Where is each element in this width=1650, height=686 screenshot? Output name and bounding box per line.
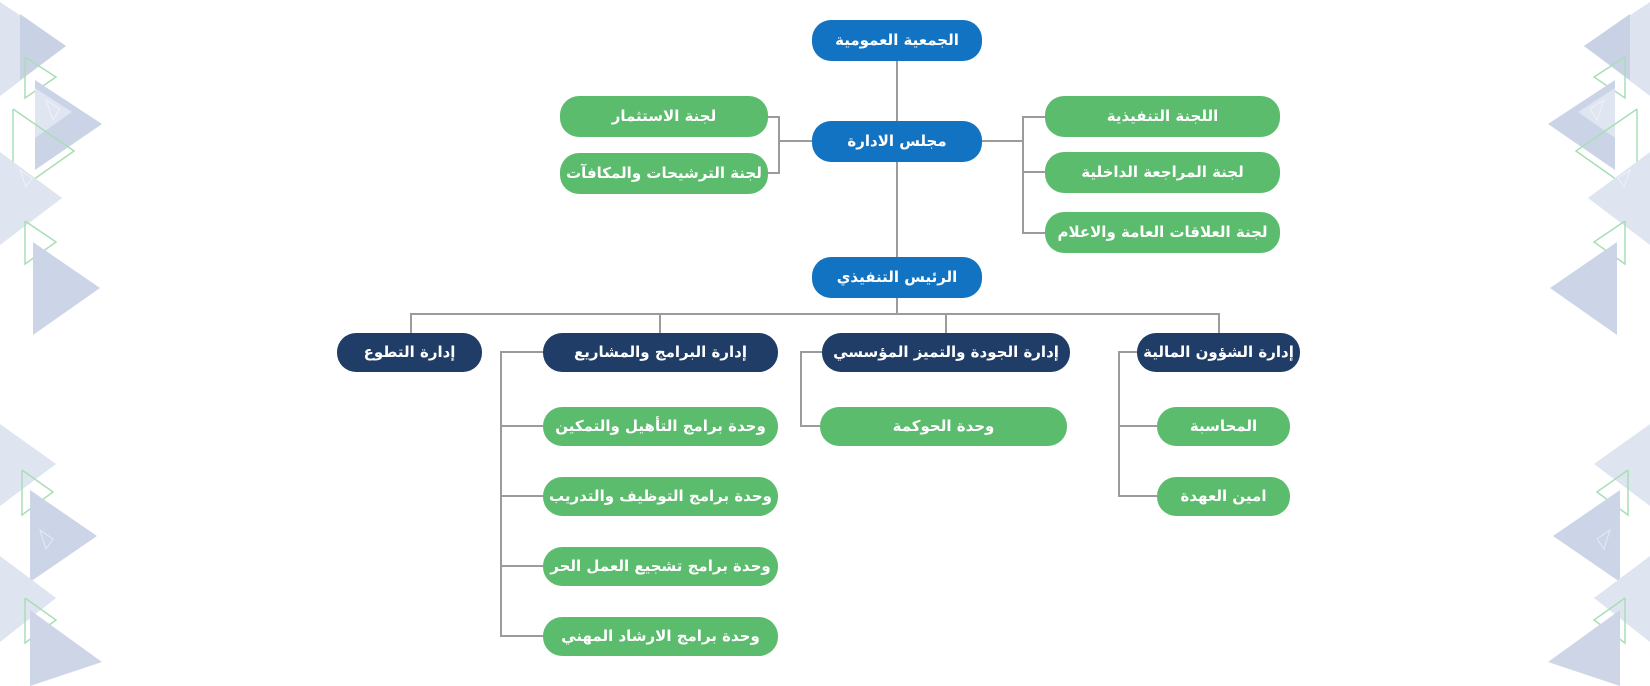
node-committee-investment: لجنة الاستثمار	[560, 96, 768, 137]
connector-line	[1218, 313, 1220, 334]
background-triangles-left	[0, 0, 270, 686]
node-unit-governance: وحدة الحوكمة	[820, 407, 1067, 446]
connector-line	[1118, 351, 1120, 497]
connector-line	[800, 351, 822, 353]
node-unit-career-guidance: وحدة برامج الارشاد المهني	[543, 617, 778, 656]
node-committee-executive: اللجنة التنفيذية	[1045, 96, 1280, 137]
connector-line	[1118, 351, 1137, 353]
connector-line	[766, 116, 780, 118]
connector-line	[1022, 116, 1024, 234]
connector-line	[500, 495, 543, 497]
node-unit-custodian: امين العهدة	[1157, 477, 1290, 516]
connector-line	[410, 313, 412, 334]
connector-line	[1022, 232, 1047, 234]
node-dept-programs-projects: إدارة البرامج والمشاريع	[543, 333, 778, 372]
connector-line	[500, 351, 543, 353]
connector-line	[982, 140, 1022, 142]
node-dept-quality-excellence: إدارة الجودة والتميز المؤسسي	[822, 333, 1070, 372]
node-ceo: الرئيس التنفيذي	[812, 257, 982, 298]
node-dept-financial-affairs: إدارة الشؤون المالية	[1137, 333, 1300, 372]
node-unit-employment-training: وحدة برامج التوظيف والتدريب	[543, 477, 778, 516]
node-unit-rehabilitation-empowerment: وحدة برامج التأهيل والتمكين	[543, 407, 778, 446]
connector-line	[766, 172, 780, 174]
connector-line	[1118, 495, 1157, 497]
connector-line	[410, 313, 1220, 315]
node-unit-accounting: المحاسبة	[1157, 407, 1290, 446]
node-unit-freelance-encouragement: وحدة برامج تشجيع العمل الحر	[543, 547, 778, 586]
connector-line	[800, 351, 802, 427]
connector-line	[896, 162, 898, 257]
node-committee-public-relations-media: لجنة العلاقات العامة والاعلام	[1045, 212, 1280, 253]
connector-line	[500, 565, 543, 567]
connector-line	[1118, 425, 1157, 427]
connector-line	[945, 313, 947, 334]
triangle-pattern-icon	[1548, 2, 1650, 686]
connector-line	[500, 425, 543, 427]
node-dept-volunteering: إدارة التطوع	[337, 333, 482, 372]
node-committee-nominations-remuneration: لجنة الترشيحات والمكافآت	[560, 153, 768, 194]
connector-line	[896, 298, 898, 314]
connector-line	[778, 116, 780, 174]
connector-line	[800, 425, 820, 427]
connector-line	[500, 635, 543, 637]
connector-line	[778, 140, 812, 142]
node-committee-internal-audit: لجنة المراجعة الداخلية	[1045, 152, 1280, 193]
background-triangles-right	[1380, 0, 1650, 686]
node-board-of-directors: مجلس الادارة	[812, 121, 982, 162]
connector-line	[896, 61, 898, 122]
connector-line	[500, 351, 502, 637]
triangle-pattern-icon	[0, 2, 102, 686]
connector-line	[659, 313, 661, 334]
connector-line	[1022, 171, 1047, 173]
connector-line	[1022, 116, 1047, 118]
node-general-assembly: الجمعية العمومية	[812, 20, 982, 61]
